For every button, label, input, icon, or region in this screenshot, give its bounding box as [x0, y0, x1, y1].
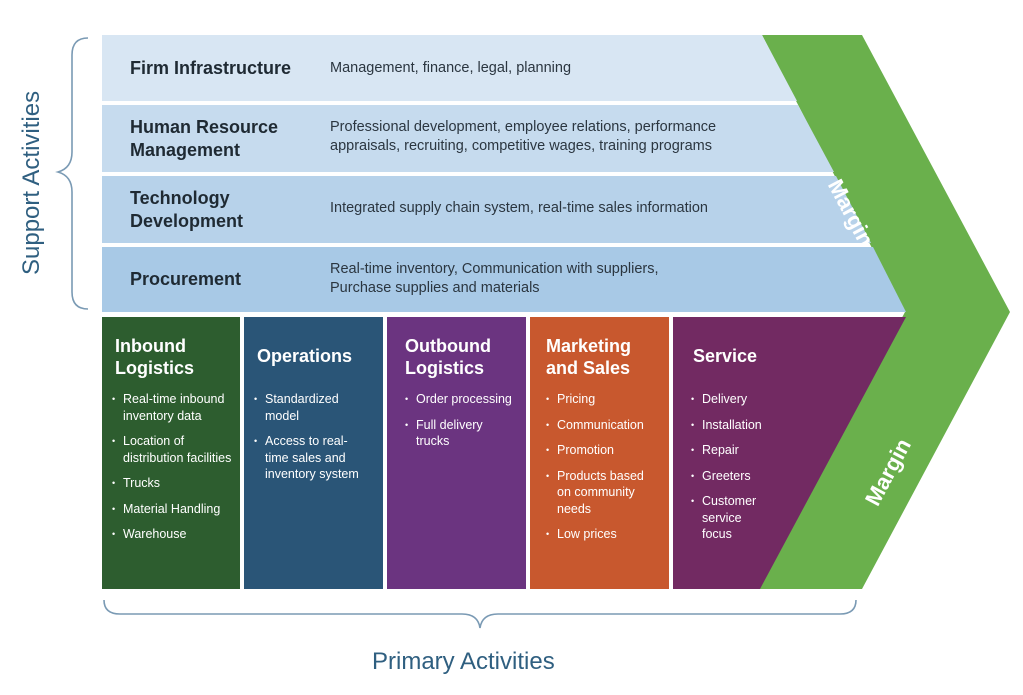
list-item: Full delivery trucks — [405, 417, 515, 450]
primary-items-operations: Standardized model Access to real-time s… — [254, 391, 366, 492]
primary-title-service: Service — [693, 346, 758, 366]
primary-column-operations: Operations Standardized model Access to … — [244, 317, 383, 589]
support-title-procurement: Procurement — [130, 269, 242, 289]
support-desc-procurement: Real-time inventory, Communication with … — [330, 261, 659, 296]
list-item: Customer service focus — [691, 493, 771, 543]
primary-title-marketing-sales: Marketing and Sales — [546, 336, 632, 378]
primary-title-outbound-logistics: Outbound Logistics — [405, 336, 491, 378]
list-item: Delivery — [691, 391, 771, 408]
list-item: Trucks — [112, 475, 234, 492]
list-item: Installation — [691, 417, 771, 434]
list-item: Access to real-time sales and inventory … — [254, 433, 366, 483]
support-desc-technology: Integrated supply chain system, real-tim… — [330, 200, 708, 216]
primary-activities-label: Primary Activities — [372, 648, 555, 675]
primary-column-inbound-logistics: Inbound Logistics Real-time inbound inve… — [102, 317, 240, 589]
primary-column-marketing-sales: Marketing and Sales Pricing Communicatio… — [530, 317, 669, 589]
band-shape-firm-infrastructure — [102, 35, 797, 101]
primary-title-inbound-logistics: Inbound Logistics — [115, 336, 195, 378]
list-item: Greeters — [691, 468, 771, 485]
primary-title-operations: Operations — [257, 346, 353, 366]
support-desc-human-resource: Professional development, employee relat… — [330, 119, 717, 154]
list-item: Pricing — [546, 391, 658, 408]
list-item: Communication — [546, 417, 658, 434]
band-shape-human-resource — [102, 105, 834, 172]
primary-brace — [103, 599, 857, 629]
list-item: Real-time inbound inventory data — [112, 391, 234, 424]
primary-items-service: Delivery Installation Repair Greeters Cu… — [691, 391, 771, 552]
list-item: Location of distribution facilities — [112, 433, 234, 466]
list-item: Promotion — [546, 442, 658, 459]
band-shape-technology — [102, 176, 871, 243]
list-item: Warehouse — [112, 526, 234, 543]
support-brace — [55, 37, 89, 310]
list-item: Order processing — [405, 391, 515, 408]
list-item: Low prices — [546, 526, 658, 543]
list-item: Standardized model — [254, 391, 366, 424]
band-shape-procurement — [102, 247, 906, 312]
support-desc-firm-infrastructure: Management, finance, legal, planning — [330, 60, 572, 76]
list-item: Products based on community needs — [546, 468, 658, 518]
primary-column-outbound-logistics: Outbound Logistics Order processing Full… — [387, 317, 526, 589]
support-title-technology: Technology Development — [130, 188, 244, 231]
support-title-human-resource: Human Resource Management — [130, 117, 279, 160]
list-item: Repair — [691, 442, 771, 459]
primary-items-inbound-logistics: Real-time inbound inventory data Locatio… — [112, 391, 234, 552]
primary-items-marketing-sales: Pricing Communication Promotion Products… — [546, 391, 658, 552]
list-item: Material Handling — [112, 501, 234, 518]
primary-items-outbound-logistics: Order processing Full delivery trucks — [405, 391, 515, 459]
support-activities-label: Support Activities — [18, 90, 45, 275]
support-title-firm-infrastructure: Firm Infrastructure — [130, 58, 292, 78]
margin-chevron — [758, 35, 1010, 589]
